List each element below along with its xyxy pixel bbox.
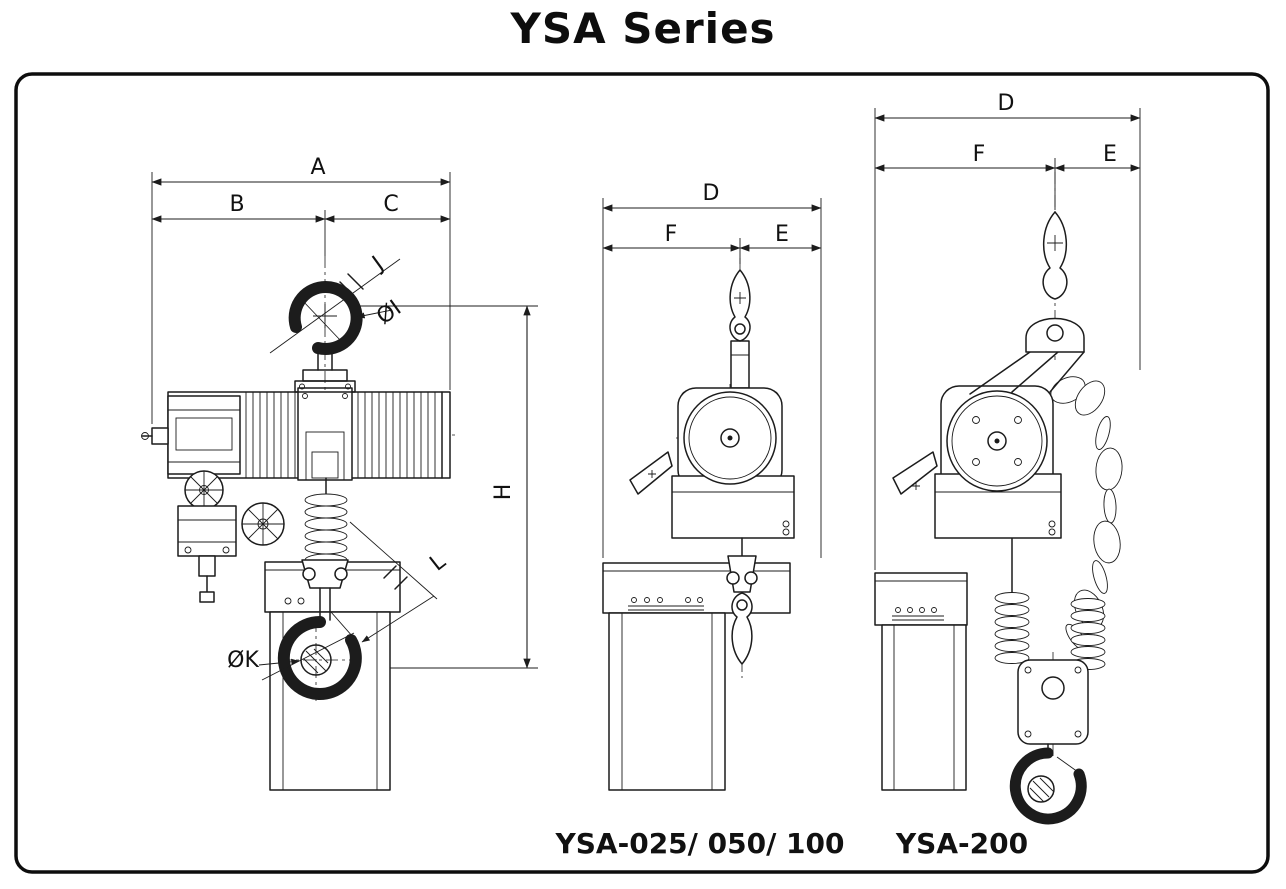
side-small-top-hook [729,269,751,342]
dim-label-e-small: E [775,222,789,247]
side-large-top-hook [969,172,1085,395]
model-caption-ysa-200: YSA-200 [895,827,1028,860]
front-dimensions-top [151,172,451,424]
dim-label-a: A [310,155,325,180]
front-bottom-hook [258,521,438,702]
dim-label-e-large: E [1103,142,1117,167]
side-view-small: D F E YSA-025/ 050/ 100 [554,181,844,860]
side-large-stand [874,572,968,791]
dim-label-d-large: D [998,91,1015,116]
dim-label-f-large: F [973,142,986,167]
side-view-large: D F E YSA-200 [874,91,1141,860]
dim-label-k: ØK [227,648,259,673]
side-large-hoist [892,385,1062,539]
dim-label-l: L [425,549,451,577]
side-large-dimensions [874,108,1141,570]
page-title: YSA Series [510,4,776,53]
dim-label-i: ØI [372,296,406,330]
dim-label-j: J [367,252,389,277]
dim-label-h: H [491,484,516,501]
dim-label-f-small: F [665,222,678,247]
dim-label-b: B [229,192,244,217]
side-small-stand [602,562,791,791]
side-small-bottom-hook [726,537,758,678]
front-view: A B C J ØI H L ØK [141,155,538,791]
front-top-hook [269,256,401,393]
model-caption-ysa-025-050-100: YSA-025/ 050/ 100 [554,827,844,860]
diagram-frame [14,72,1270,874]
side-large-bottom-hook [1009,652,1089,825]
dim-label-c: C [383,192,398,217]
dim-label-d-small: D [703,181,720,206]
front-hoist-body [141,387,458,603]
side-small-hoist [629,258,795,539]
side-large-springs [994,537,1106,670]
